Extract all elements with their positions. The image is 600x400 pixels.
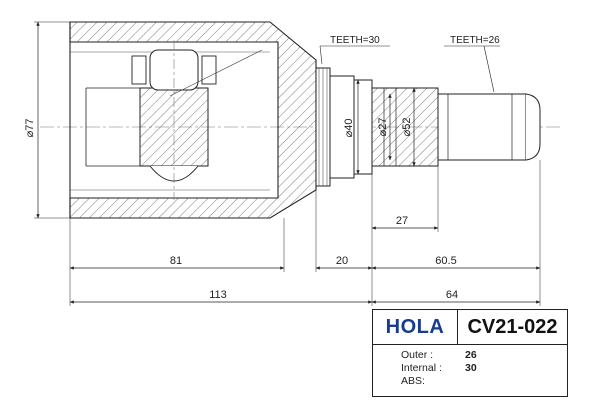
extension-lines bbox=[69, 160, 541, 306]
dim-spline-major: ⌀52 bbox=[401, 87, 416, 167]
title-block-header: HOLA CV21-022 bbox=[373, 310, 567, 345]
dim-neck-len-label: 20 bbox=[336, 255, 348, 267]
dim-spline-minor: ⌀27 bbox=[377, 93, 392, 161]
internal-label: Internal : bbox=[401, 362, 442, 374]
dim-boot-dia-label: ⌀40 bbox=[343, 119, 355, 138]
dim-total-right-label: 64 bbox=[446, 289, 458, 301]
title-block: HOLA CV21-022 Outer : 26 Internal : 30 A… bbox=[372, 309, 568, 397]
dim-shaft-len: 60.5 bbox=[371, 255, 541, 270]
dim-spline-len: 27 bbox=[371, 215, 439, 230]
dim-shaft-len-label: 60.5 bbox=[435, 255, 456, 267]
dim-spline-major-label: ⌀52 bbox=[401, 118, 413, 137]
teeth-outer-label: TEETH=26 bbox=[450, 35, 500, 46]
spec-row-outer: Outer : 26 bbox=[401, 349, 567, 362]
outer-value: 26 bbox=[465, 349, 477, 361]
spec-row-abs: ABS: bbox=[401, 375, 567, 388]
dim-neck-len: 20 bbox=[315, 255, 373, 270]
spec-rows: Outer : 26 Internal : 30 ABS: bbox=[373, 345, 567, 388]
teeth-inner-label: TEETH=30 bbox=[330, 35, 380, 46]
teeth-outer-callout: TEETH=26 bbox=[444, 35, 500, 93]
brand-logo: HOLA bbox=[373, 310, 458, 344]
teeth-inner-callout: TEETH=30 bbox=[319, 35, 390, 65]
dim-total-left: 113 bbox=[69, 289, 373, 304]
dim-body-len-label: 81 bbox=[170, 255, 182, 267]
shaft-end bbox=[437, 93, 541, 161]
abs-label: ABS: bbox=[401, 375, 425, 387]
spline bbox=[371, 87, 439, 167]
internal-value: 30 bbox=[465, 362, 477, 374]
dim-spline-minor-label: ⌀27 bbox=[377, 118, 389, 137]
dim-boot-dia: ⌀40 bbox=[343, 79, 360, 175]
dim-outer-dia: ⌀77 bbox=[24, 21, 70, 219]
dim-spline-len-label: 27 bbox=[396, 215, 408, 227]
dim-total-left-label: 113 bbox=[209, 289, 227, 301]
housing bbox=[69, 21, 317, 219]
spec-row-internal: Internal : 30 bbox=[401, 362, 567, 375]
part-number: CV21-022 bbox=[467, 315, 558, 338]
outer-label: Outer : bbox=[401, 349, 434, 361]
dim-outer-dia-label: ⌀77 bbox=[24, 119, 36, 138]
tripod-assembly bbox=[85, 40, 263, 200]
dim-body-len: 81 bbox=[69, 255, 285, 270]
dim-total-right: 64 bbox=[371, 289, 541, 304]
